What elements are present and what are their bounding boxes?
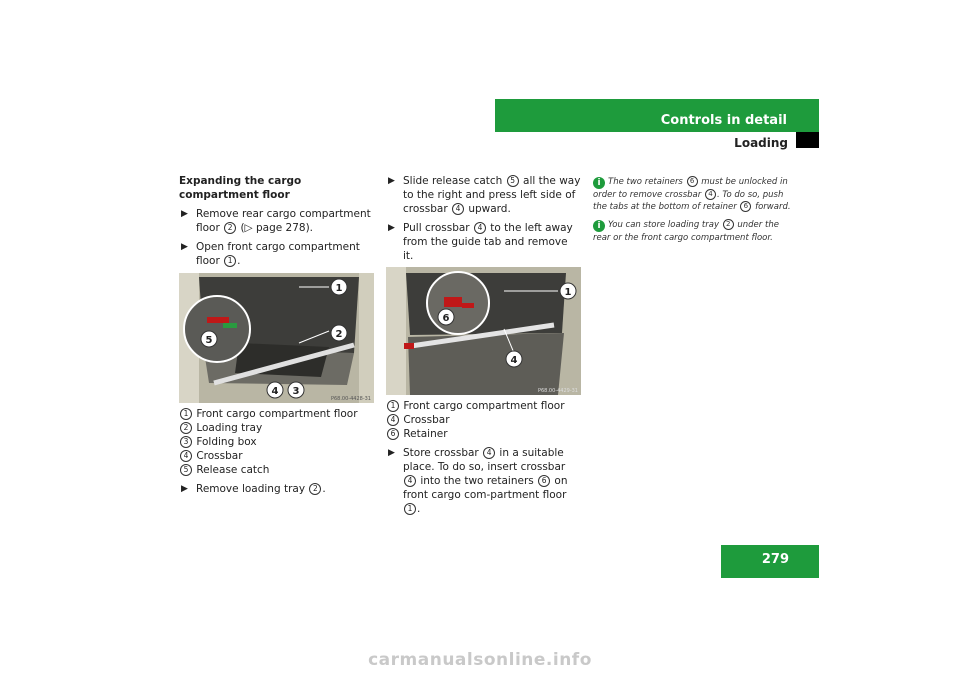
section-title: Controls in detail [660,113,787,128]
svg-text:2: 2 [336,329,343,340]
subsection-title: Loading [734,136,788,150]
svg-text:6: 6 [443,313,450,324]
caption-5: 5 Release catch [179,463,374,477]
svg-text:5: 5 [206,335,213,346]
column-middle: ▶Slide release catch 5 all the way to th… [386,174,581,521]
photo-reference: P68.00-4428-31 [331,396,371,402]
caption-3: 3 Folding box [179,435,374,449]
caption-1: 1 Front cargo compartment floor [386,399,581,413]
cargo-floor-photo: 1 2 5 4 3 P68.00-4428-31 [179,273,374,403]
page-number: 279 [761,552,789,567]
info-icon: i [593,177,605,189]
section-heading: Expanding the cargo compartment floor [179,175,302,201]
arrow-right-icon: ▶ [181,242,188,252]
arrow-right-icon: ▶ [388,176,395,186]
svg-text:4: 4 [511,355,518,366]
callout-number: 1 [224,255,237,267]
arrow-right-icon: ▶ [388,223,395,233]
step-remove-loading-tray: ▶Remove loading tray 2. [181,483,326,495]
svg-text:1: 1 [565,287,572,298]
photo-reference: P68.00-4429-31 [538,388,578,394]
svg-text:4: 4 [272,386,279,397]
page-number-box: 279 [721,545,819,578]
crossbar-retainer-photo: 1 6 4 P68.00-4429-31 [386,267,581,395]
callout-number: 2 [224,222,237,234]
caption-1: 1 Front cargo compartment floor [179,407,374,421]
arrow-right-icon: ▶ [181,209,188,219]
caption-6: 6 Retainer [386,427,581,441]
step-pull-crossbar: ▶Pull crossbar 4 to the left away from t… [388,222,573,262]
header-marker [796,132,819,148]
step-open-front-floor: ▶Open front cargo compartment floor 1. [181,241,360,267]
step-slide-release-catch: ▶Slide release catch 5 all the way to th… [388,175,581,215]
caption-2: 2 Loading tray [179,421,374,435]
column-left: Expanding the cargo compartment floor ▶R… [179,174,374,501]
arrow-right-icon: ▶ [181,484,188,494]
callout-number: 2 [309,483,322,495]
caption-4: 4 Crossbar [386,413,581,427]
watermark: carmanualsonline.info [368,650,592,670]
step-store-crossbar: ▶Store crossbar 4 in a suitable place. T… [388,447,568,515]
caption-4: 4 Crossbar [179,449,374,463]
step-remove-rear-floor: ▶Remove rear cargo compartment floor 2 (… [181,208,371,234]
info-icon: i [593,220,605,232]
svg-text:1: 1 [336,283,343,294]
arrow-right-icon: ▶ [388,448,395,458]
section-header-bar: Controls in detail [495,99,819,132]
svg-text:3: 3 [293,386,300,397]
